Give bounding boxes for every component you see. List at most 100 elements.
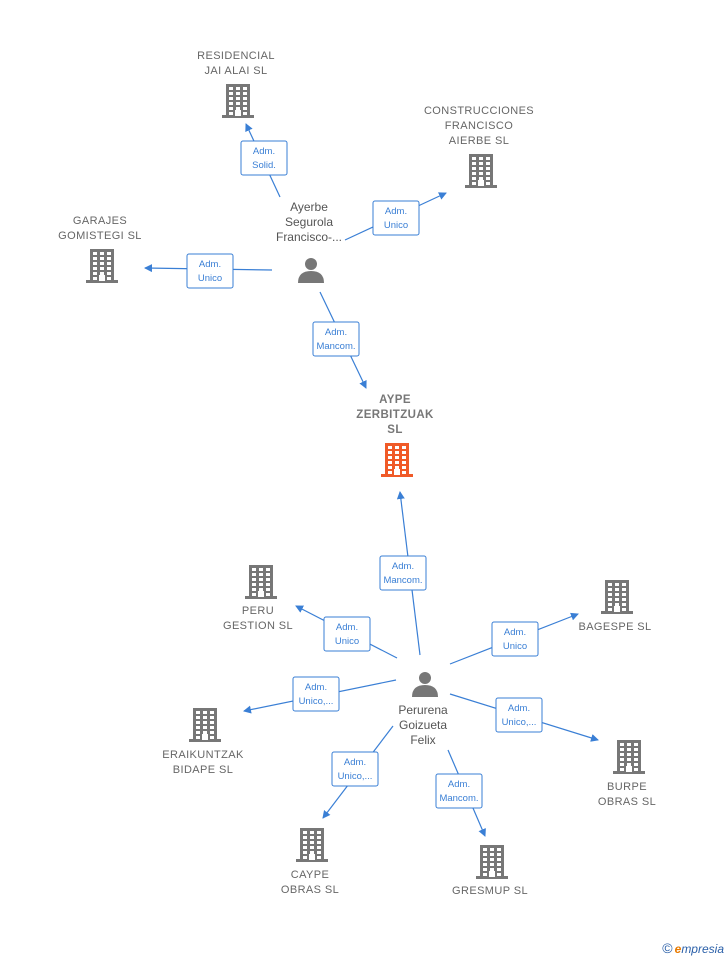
node-label-line: Francisco-... bbox=[276, 230, 342, 244]
edge-label-line: Mancom. bbox=[439, 793, 478, 804]
edge-label-box[interactable] bbox=[435, 773, 483, 809]
edge-perurena-to-gresmup[interactable]: Adm. Mancom. bbox=[435, 749, 486, 837]
edge-label-line: Solid. bbox=[252, 160, 276, 171]
node-aype[interactable]: AYPE ZERBITZUAK SL bbox=[356, 394, 434, 477]
node-label-line: SL bbox=[387, 424, 403, 436]
brand-name: mpresia bbox=[681, 942, 724, 956]
node-label-line: CAYPE bbox=[291, 869, 329, 881]
building-icon[interactable] bbox=[222, 84, 254, 118]
edge-perurena-to-bagespe[interactable]: Adm. Unico bbox=[449, 612, 579, 665]
node-residencial[interactable]: RESIDENCIAL JAI ALAI SL bbox=[197, 50, 275, 118]
node-label-line: Ayerbe bbox=[290, 200, 328, 214]
node-peru[interactable]: PERU GESTION SL bbox=[223, 565, 293, 632]
node-burpe[interactable]: BURPE OBRAS SL bbox=[598, 740, 656, 808]
edge-label-box[interactable] bbox=[331, 751, 379, 787]
edge-label-box[interactable] bbox=[491, 621, 539, 657]
building-icon[interactable] bbox=[601, 580, 633, 614]
edge-label-line: Adm. bbox=[448, 779, 470, 790]
edge-ayerbe-to-garajes[interactable]: Adm. Unico bbox=[144, 253, 273, 289]
building-icon[interactable] bbox=[86, 249, 118, 283]
edge-label-box[interactable] bbox=[186, 253, 234, 289]
building-icon[interactable] bbox=[189, 708, 221, 742]
node-label-line: JAI ALAI SL bbox=[204, 65, 267, 77]
node-label-line: Perurena bbox=[398, 703, 448, 717]
nodes-layer: RESIDENCIAL JAI ALAI SL CONSTRUCCIONES FRAN… bbox=[58, 50, 656, 897]
edge-label-box[interactable] bbox=[323, 616, 371, 652]
building-icon[interactable] bbox=[613, 740, 645, 774]
node-caype[interactable]: CAYPE OBRAS SL bbox=[281, 828, 339, 896]
edge-label-line: Mancom. bbox=[316, 341, 355, 352]
building-icon[interactable] bbox=[381, 443, 413, 477]
node-label-line: BAGESPE SL bbox=[578, 621, 651, 633]
edge-label-line: Adm. bbox=[336, 622, 358, 633]
node-label-line: PERU bbox=[242, 605, 274, 617]
edge-perurena-to-peru[interactable]: Adm. Unico bbox=[295, 605, 398, 659]
node-label-line: GESTION SL bbox=[223, 620, 293, 632]
node-label-line: AIERBE SL bbox=[449, 135, 509, 147]
node-label-line: BURPE bbox=[607, 781, 647, 793]
node-construcciones[interactable]: CONSTRUCCIONES FRANCISCO AIERBE SL bbox=[424, 105, 534, 188]
edge-label-line: Unico,... bbox=[338, 771, 373, 782]
edge-perurena-to-burpe[interactable]: Adm. Unico,... bbox=[449, 693, 599, 742]
node-label-line: GOMISTEGI SL bbox=[58, 230, 142, 242]
node-label-line: BIDAPE SL bbox=[173, 764, 233, 776]
person-icon[interactable] bbox=[412, 672, 438, 697]
edge-label-line: Adm. bbox=[325, 327, 347, 338]
edge-ayerbe-to-aype[interactable]: Adm. Mancom. bbox=[312, 291, 367, 389]
node-garajes[interactable]: GARAJES GOMISTEGI SL bbox=[58, 215, 142, 283]
building-icon[interactable] bbox=[245, 565, 277, 599]
brand-initial: e bbox=[674, 942, 682, 956]
node-label-line: Segurola bbox=[285, 215, 333, 229]
node-label-line: Goizueta bbox=[399, 718, 447, 732]
edge-label-line: Adm. bbox=[253, 146, 275, 157]
edge-label-line: Adm. bbox=[504, 627, 526, 638]
copyright-symbol: © bbox=[662, 940, 673, 956]
node-label-line: GRESMUP SL bbox=[452, 885, 528, 897]
node-ayerbe[interactable]: AyerbeSegurolaFrancisco-... bbox=[276, 200, 342, 283]
node-label-line: CONSTRUCCIONES bbox=[424, 105, 534, 117]
building-icon[interactable] bbox=[476, 845, 508, 879]
empresia-watermark: ©empresia bbox=[662, 940, 724, 956]
edge-label-line: Unico bbox=[384, 220, 408, 231]
edges-layer: Adm.Solid.Adm.UnicoAdm.UnicoAdm.Mancom.A… bbox=[144, 123, 599, 837]
node-label-line: AYPE bbox=[379, 394, 411, 406]
edge-label-line: Unico bbox=[503, 641, 527, 652]
edge-label-line: Unico bbox=[198, 273, 222, 284]
node-label-line: ZERBITZUAK bbox=[356, 409, 434, 421]
edge-label-line: Unico bbox=[335, 636, 359, 647]
edge-label-box[interactable] bbox=[312, 321, 360, 357]
edge-label-box[interactable] bbox=[372, 200, 420, 236]
node-label-line: OBRAS SL bbox=[598, 796, 656, 808]
edge-label-line: Adm. bbox=[199, 259, 221, 270]
edge-label-line: Adm. bbox=[508, 703, 530, 714]
person-icon[interactable] bbox=[298, 258, 324, 283]
edge-label-box[interactable] bbox=[292, 676, 340, 712]
edge-label-line: Adm. bbox=[392, 561, 414, 572]
node-bagespe[interactable]: BAGESPE SL bbox=[578, 580, 651, 633]
edge-label-box[interactable] bbox=[240, 140, 288, 176]
edge-label-line: Adm. bbox=[385, 206, 407, 217]
node-gresmup[interactable]: GRESMUP SL bbox=[452, 845, 528, 897]
edge-label-line: Mancom. bbox=[383, 575, 422, 586]
edge-label-box[interactable] bbox=[495, 697, 543, 733]
node-label-line: Felix bbox=[410, 733, 435, 747]
building-icon[interactable] bbox=[296, 828, 328, 862]
edge-label-line: Unico,... bbox=[299, 696, 334, 707]
node-label-line: FRANCISCO bbox=[445, 120, 513, 132]
edge-label-line: Unico,... bbox=[502, 717, 537, 728]
edge-perurena-to-eraikuntzak[interactable]: Adm. Unico,... bbox=[243, 676, 397, 714]
edge-ayerbe-to-residencial[interactable]: Adm. Solid. bbox=[240, 123, 288, 198]
node-label-line: GARAJES bbox=[73, 215, 127, 227]
node-label-line: OBRAS SL bbox=[281, 884, 339, 896]
edge-ayerbe-to-construcciones[interactable]: Adm. Unico bbox=[344, 192, 447, 241]
edge-perurena-to-aype[interactable]: Adm. Mancom. bbox=[379, 491, 427, 656]
node-eraikuntzak[interactable]: ERAIKUNTZAK BIDAPE SL bbox=[162, 708, 244, 776]
node-label-line: ERAIKUNTZAK bbox=[162, 749, 244, 761]
node-label-line: RESIDENCIAL bbox=[197, 50, 275, 62]
edge-label-line: Adm. bbox=[305, 682, 327, 693]
edge-label-box[interactable] bbox=[379, 555, 427, 591]
edge-perurena-to-caype[interactable]: Adm.Unico,... bbox=[322, 725, 394, 819]
building-icon[interactable] bbox=[465, 154, 497, 188]
